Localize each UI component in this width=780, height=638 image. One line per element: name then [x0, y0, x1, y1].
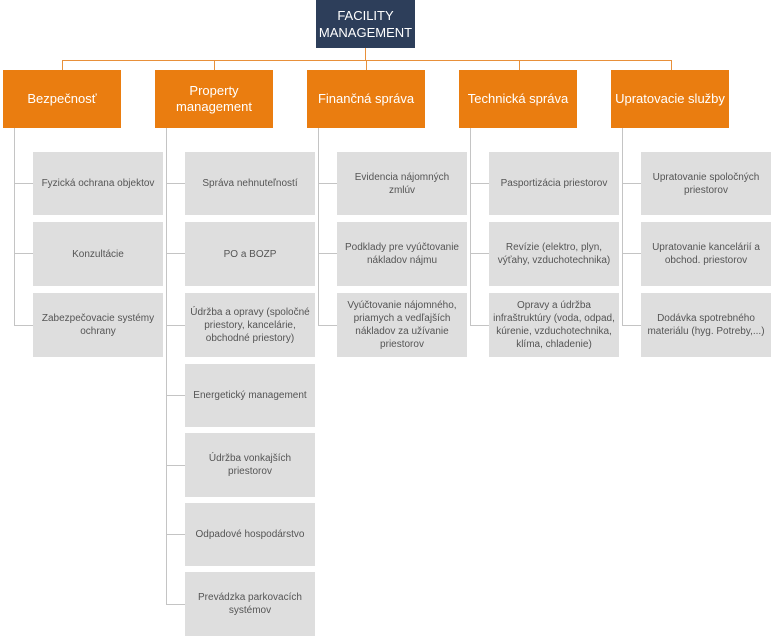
connector-bezpecnost	[62, 60, 63, 70]
tick-line	[470, 325, 489, 326]
connector-technicka	[519, 60, 520, 70]
category-financna-sprava: Finančná správa	[307, 70, 425, 128]
tick-line	[166, 325, 185, 326]
tick-line	[318, 253, 337, 254]
tick-line	[166, 253, 185, 254]
tick-line	[166, 183, 185, 184]
tick-line	[622, 183, 641, 184]
tick-line	[166, 604, 185, 605]
root-connector	[365, 48, 366, 60]
connector-financna	[366, 60, 367, 70]
tick-line	[14, 183, 33, 184]
branch-line-col-1	[166, 128, 167, 604]
item-konzultacie: Konzultácie	[33, 222, 163, 286]
item-po-bozp: PO a BOZP	[185, 222, 315, 286]
category-technicka-sprava: Technická správa	[459, 70, 577, 128]
branch-line-col-0	[14, 128, 15, 325]
item-upratovanie-kancelarii: Upratovanie kancelárií a obchod. priesto…	[641, 222, 771, 286]
item-prevadzka-parkovacich: Prevádzka parkovacích systémov	[185, 572, 315, 636]
category-upratovacie-sluzby: Upratovacie služby	[611, 70, 729, 128]
tick-line	[622, 253, 641, 254]
branch-line-col-2	[318, 128, 319, 325]
category-bezpecnost: Bezpečnosť	[3, 70, 121, 128]
item-sprava-nehnutelnosti: Správa nehnuteľností	[185, 152, 315, 215]
item-odpadove-hospodarstvo: Odpadové hospodárstvo	[185, 503, 315, 566]
item-udrzba-vonkajsich: Údržba vonkajších priestorov	[185, 433, 315, 497]
item-zabezpecovacie-systemy: Zabezpečovacie systémy ochrany	[33, 293, 163, 357]
item-revizie: Revízie (elektro, plyn, výťahy, vzduchot…	[489, 222, 619, 286]
item-opravy-infrastruktury: Opravy a údržba infraštruktúry (voda, od…	[489, 293, 619, 357]
item-upratovanie-spolocnych: Upratovanie spoločných priestorov	[641, 152, 771, 215]
tick-line	[166, 395, 185, 396]
item-pasportizacia: Pasportizácia priestorov	[489, 152, 619, 215]
tick-line	[14, 253, 33, 254]
item-vyuctovanie-najomneho: Vyúčtovanie nájomného, priamych a vedľaj…	[337, 293, 467, 357]
item-energeticky-management: Energetický management	[185, 364, 315, 427]
item-dodavka-materialu: Dodávka spotrebného materiálu (hyg. Potr…	[641, 293, 771, 357]
category-property-management: Property management	[155, 70, 273, 128]
item-podklady-vyuctovanie: Podklady pre vyúčtovanie nákladov nájmu	[337, 222, 467, 286]
tick-line	[318, 325, 337, 326]
tick-line	[470, 253, 489, 254]
tick-line	[470, 183, 489, 184]
tick-line	[166, 465, 185, 466]
tick-line	[318, 183, 337, 184]
tick-line	[14, 325, 33, 326]
tick-line	[622, 325, 641, 326]
branch-line-col-3	[470, 128, 471, 325]
root-node-facility-management: FACILITY MANAGEMENT	[316, 0, 415, 48]
branch-line-col-4	[622, 128, 623, 325]
connector-property	[214, 60, 215, 70]
tick-line	[166, 534, 185, 535]
item-udrzba-opravy: Údržba a opravy (spoločné priestory, kan…	[185, 293, 315, 357]
item-evidencia-zmluv: Evidencia nájomných zmlúv	[337, 152, 467, 215]
connector-upratovacie	[671, 60, 672, 70]
item-fyzicka-ochrana: Fyzická ochrana objektov	[33, 152, 163, 215]
